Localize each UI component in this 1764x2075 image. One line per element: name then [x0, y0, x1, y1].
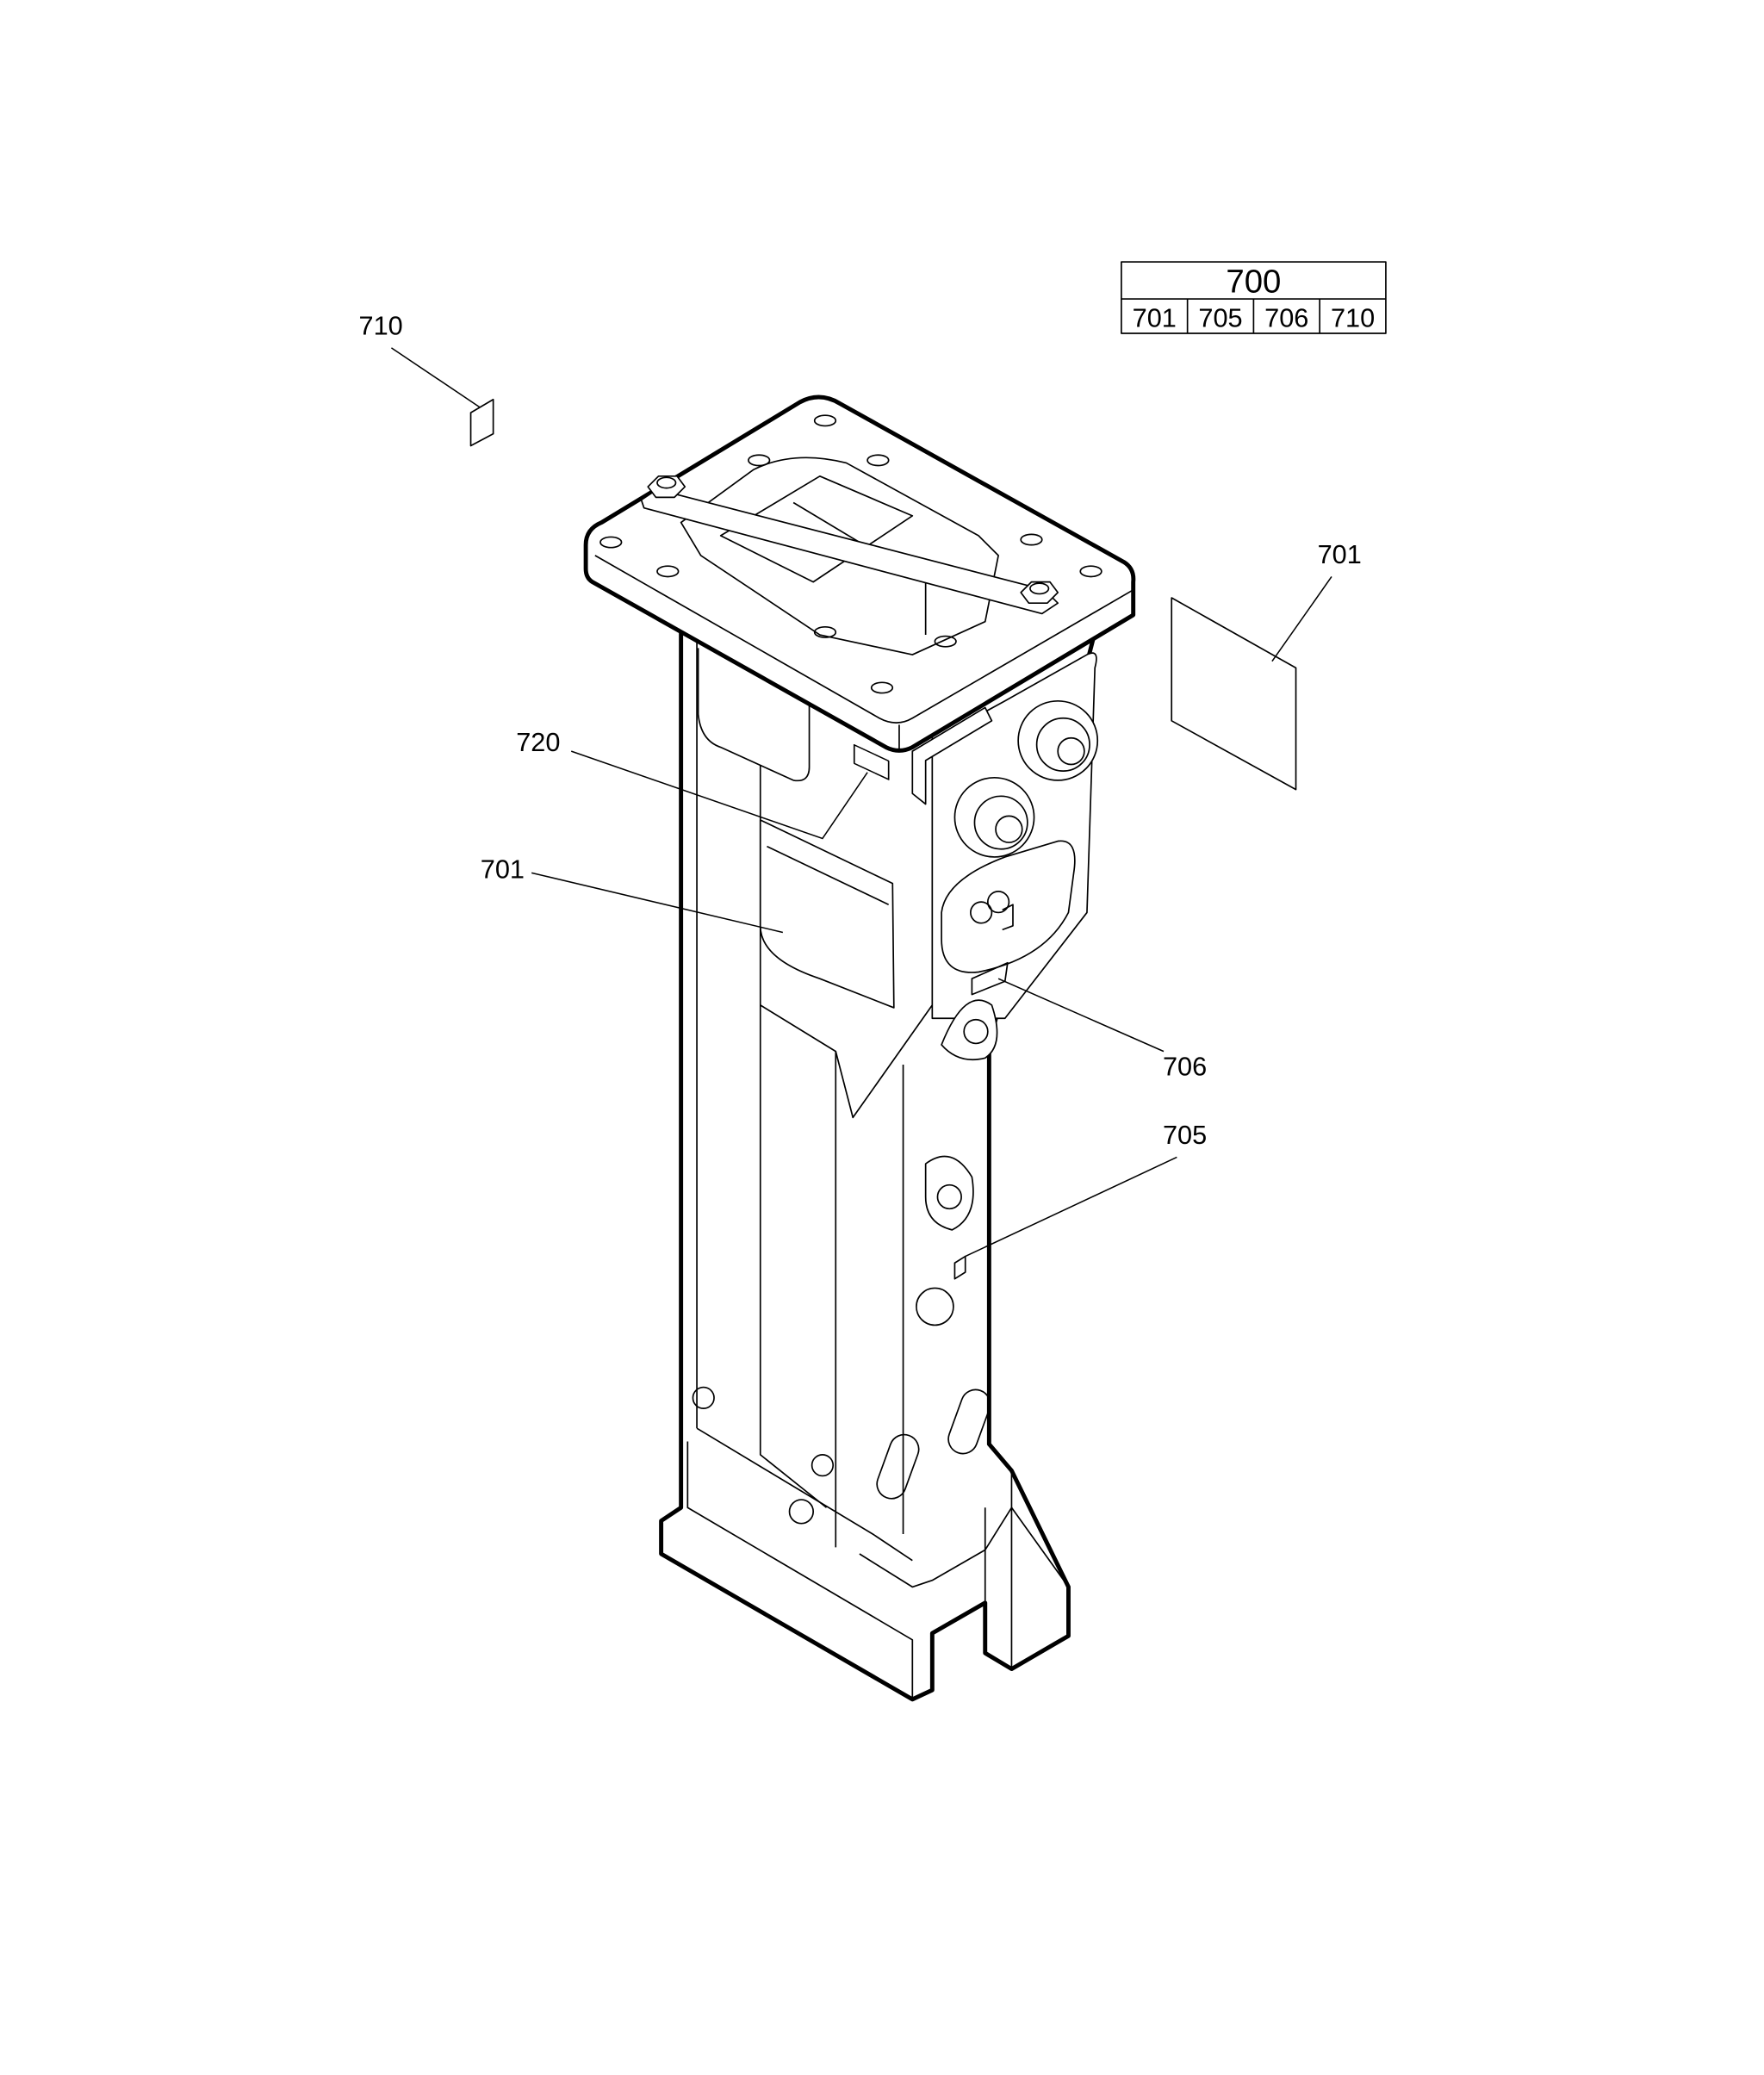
callout-701-right: 701 — [1271, 539, 1362, 662]
lifting-eye-upper — [941, 999, 998, 1061]
callout-705: 705 — [965, 1120, 1207, 1258]
callout-label: 710 — [359, 311, 403, 341]
table-item: 706 — [1264, 302, 1308, 332]
callout-label: 701 — [1318, 539, 1362, 569]
table-title: 700 — [1226, 263, 1281, 300]
callout-720: 720 — [516, 727, 868, 840]
leader-line — [531, 872, 784, 934]
table-item: 701 — [1133, 302, 1177, 332]
lifting-eye-lower — [924, 1155, 974, 1231]
decal-710 — [469, 398, 494, 447]
leader-line — [570, 750, 868, 840]
decal-701-loose — [1171, 597, 1297, 791]
callout-706: 706 — [997, 978, 1207, 1081]
callout-label: 706 — [1163, 1051, 1207, 1081]
assembly-table: 700 701 705 706 710 — [1121, 261, 1387, 334]
hydraulic-breaker-housing — [583, 394, 1136, 1702]
table-frame — [1121, 261, 1387, 334]
callout-label: 720 — [516, 727, 560, 757]
leader-line — [997, 978, 1165, 1053]
leader-line — [965, 1156, 1177, 1258]
hydraulic-port-lower — [953, 776, 1035, 858]
table-item: 710 — [1331, 302, 1375, 332]
leader-line — [1271, 576, 1332, 662]
leader-line — [391, 347, 481, 408]
nut-right — [1020, 581, 1059, 605]
callout-label: 705 — [1163, 1120, 1207, 1150]
callout-label: 701 — [481, 854, 525, 885]
table-item: 705 — [1198, 302, 1242, 332]
hydraulic-port-upper — [1017, 699, 1099, 781]
decal-720 — [853, 743, 890, 780]
nut-left — [647, 475, 686, 499]
callout-710: 710 — [359, 311, 481, 408]
callout-701-left: 701 — [481, 854, 784, 934]
